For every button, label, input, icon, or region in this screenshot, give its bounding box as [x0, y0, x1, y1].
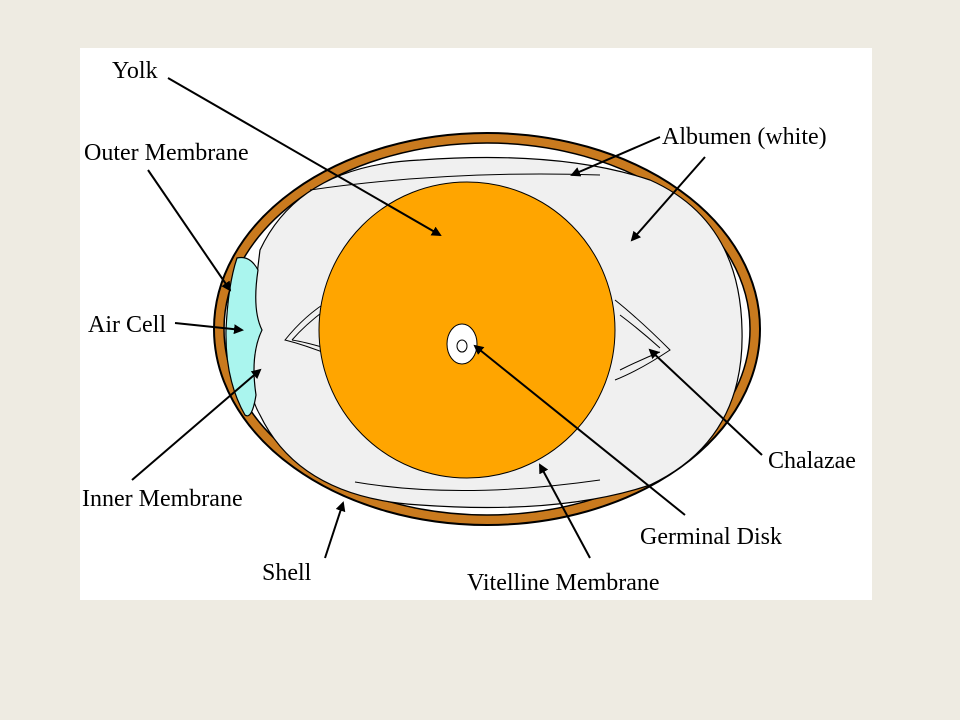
- albumen-band-top: [309, 173, 601, 191]
- arrow-albumen-1: [570, 136, 661, 177]
- egg-anatomy-diagram: Yolk Outer Membrane Air Cell Inner Membr…: [82, 58, 856, 596]
- label-chalazae: Chalazae: [768, 448, 856, 474]
- label-vitelline-membrane: Vitelline Membrane: [467, 570, 660, 596]
- leader-arrows: [131, 77, 763, 559]
- label-air-cell: Air Cell: [88, 312, 166, 338]
- label-yolk: Yolk: [112, 58, 158, 84]
- albumen-band-bottom: [354, 479, 601, 491]
- arrow-albumen-2: [630, 156, 706, 242]
- germinal-disk-center: [456, 339, 468, 353]
- arrow-inner-membrane: [131, 368, 262, 481]
- label-inner-membrane: Inner Membrane: [82, 486, 243, 512]
- arrow-chalazae: [648, 348, 763, 456]
- diagram-panel: Yolk Outer Membrane Air Cell Inner Membr…: [80, 48, 872, 600]
- arrow-air-cell: [174, 322, 244, 335]
- label-outer-membrane: Outer Membrane: [84, 140, 249, 166]
- label-shell: Shell: [262, 560, 312, 586]
- arrow-outer-membrane: [147, 169, 232, 292]
- arrow-yolk: [167, 77, 442, 236]
- label-albumen: Albumen (white): [662, 124, 827, 150]
- arrow-germinal-disk: [473, 344, 686, 516]
- label-germinal-disk: Germinal Disk: [640, 524, 782, 550]
- arrow-vitelline-membrane: [539, 463, 591, 559]
- arrow-shell: [324, 501, 346, 559]
